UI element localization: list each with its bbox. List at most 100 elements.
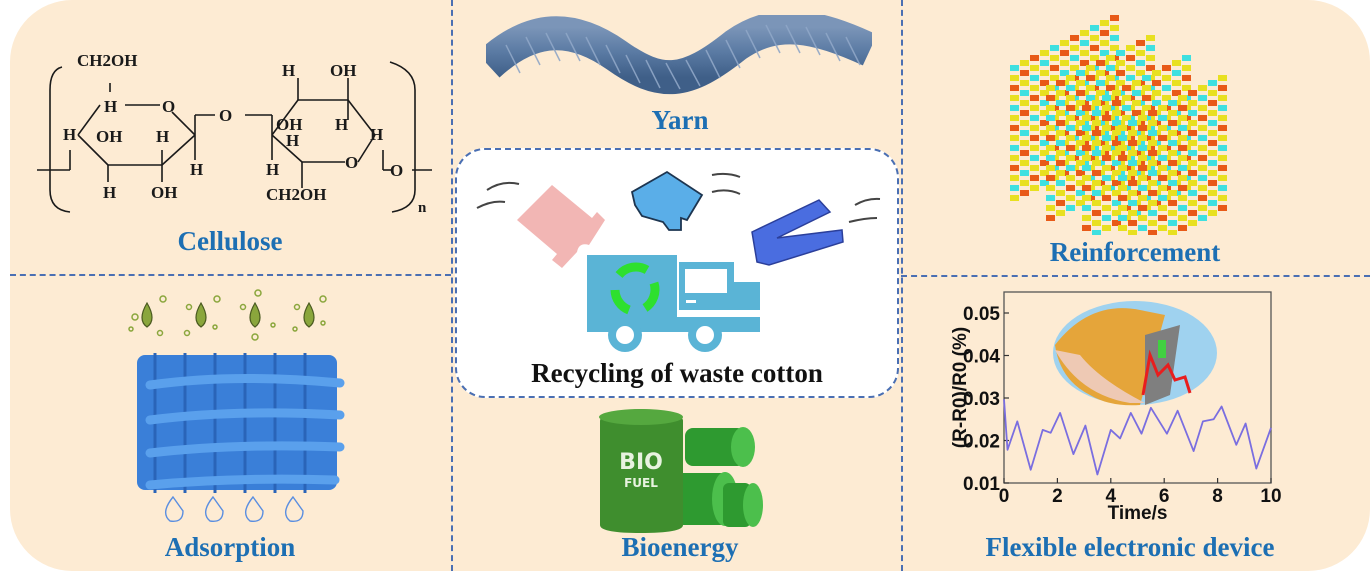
lattice-cell [1168, 200, 1177, 206]
lattice-cell [1142, 75, 1151, 81]
lattice-cell [1208, 180, 1217, 186]
lattice-cell [1030, 135, 1039, 141]
lattice-cell [1178, 115, 1187, 121]
lattice-cell [1142, 95, 1151, 101]
lattice-cell [1138, 155, 1147, 161]
lattice-cell [1102, 115, 1111, 121]
lattice-cell [1082, 225, 1091, 231]
lattice-cell [1112, 150, 1121, 156]
lattice-cell [1148, 140, 1157, 146]
lattice-cell [1218, 95, 1227, 101]
lattice-cell [1198, 125, 1207, 131]
lattice-cell [1138, 135, 1147, 141]
lattice-cell [1142, 85, 1151, 91]
label-reinforcement: Reinforcement [1049, 237, 1221, 267]
lattice-cell [1218, 185, 1227, 191]
chem-oh: OH [330, 61, 356, 80]
plot-frame [1003, 291, 1272, 484]
lattice-cell [1188, 170, 1197, 176]
chem-o-ring: O [345, 153, 358, 172]
lattice-cell [1152, 70, 1161, 76]
lattice-cell [1146, 35, 1155, 41]
divider-vertical-right [901, 0, 903, 571]
lattice-cell [1208, 200, 1217, 206]
x-tick-label: 6 [1159, 486, 1170, 507]
reinforcement-illustration [1010, 15, 1227, 235]
lattice-cell [1138, 185, 1147, 191]
lattice-cell [1112, 110, 1121, 116]
lattice-cell [1020, 160, 1029, 166]
lattice-cell [1138, 215, 1147, 221]
lattice-cell [1178, 125, 1187, 131]
chem-o-bridge: O [219, 106, 232, 125]
lattice-cell [1152, 100, 1161, 106]
lattice-cell [1050, 75, 1059, 81]
lattice-cell [1142, 105, 1151, 111]
lattice-cell [1096, 70, 1105, 76]
lattice-cell [1056, 120, 1065, 126]
lattice-cell [1100, 30, 1109, 36]
lattice-cell [1188, 150, 1197, 156]
lattice-cell [1218, 155, 1227, 161]
lattice-cell [1076, 90, 1085, 96]
lattice-cell [1076, 130, 1085, 136]
lattice-cell [1132, 110, 1141, 116]
lattice-cell [1198, 105, 1207, 111]
lattice-cell [1076, 200, 1085, 206]
lattice-cell [1106, 85, 1115, 91]
lattice-cell [1208, 160, 1217, 166]
lattice-cell [1138, 175, 1147, 181]
lattice-cell [1076, 190, 1085, 196]
lattice-cell [1100, 20, 1109, 26]
lattice-cell [1218, 175, 1227, 181]
lattice-cell [1046, 155, 1055, 161]
lattice-cell [1136, 60, 1145, 66]
lattice-cell [1218, 115, 1227, 121]
recycling-box: Recycling of waste cotton [455, 148, 899, 398]
wearable-sensor-photo [1053, 301, 1217, 406]
chem-h: H [190, 160, 203, 179]
lattice-cell [1198, 215, 1207, 221]
lattice-cell [1198, 155, 1207, 161]
jeans-icon [751, 199, 844, 266]
lattice-cell [1030, 85, 1039, 91]
lattice-cell [1066, 135, 1075, 141]
lattice-cell [1040, 180, 1049, 186]
lattice-cell [1066, 155, 1075, 161]
lattice-cell [1040, 60, 1049, 66]
lattice-cell [1158, 125, 1167, 131]
lattice-cell [1158, 225, 1167, 231]
fabric-weave-icon [137, 353, 345, 493]
lattice-cell [1112, 100, 1121, 106]
lattice-cell [1198, 95, 1207, 101]
lattice-cell [1158, 145, 1167, 151]
lattice-cell [1076, 80, 1085, 86]
lattice-cell [1046, 85, 1055, 91]
lattice-cell [1066, 95, 1075, 101]
bio-text: BIO [619, 450, 663, 475]
lattice-cell [1056, 130, 1065, 136]
lattice-cell [1162, 95, 1171, 101]
lattice-cell [1096, 80, 1105, 86]
lattice-cell [1066, 75, 1075, 81]
lattice-cell [1092, 190, 1101, 196]
divider-horizontal-right [901, 275, 1370, 277]
lattice-cell [1128, 230, 1137, 235]
lattice-cell [1030, 55, 1039, 61]
lattice-cell [1188, 200, 1197, 206]
lattice-cell [1178, 95, 1187, 101]
lattice-cell [1198, 185, 1207, 191]
lattice-cell [1208, 120, 1217, 126]
lattice-cell [1208, 190, 1217, 196]
lattice-cell [1158, 185, 1167, 191]
lattice-cell [1020, 190, 1029, 196]
lattice-cell [1060, 50, 1069, 56]
y-tick-label: 0.05 [963, 304, 1000, 325]
chem-repeat-n: n [418, 200, 427, 216]
lattice-cell [1060, 60, 1069, 66]
lattice-cell [1118, 155, 1127, 161]
lattice-cell [1102, 155, 1111, 161]
lattice-cell [1172, 80, 1181, 86]
lattice-cell [1086, 75, 1095, 81]
